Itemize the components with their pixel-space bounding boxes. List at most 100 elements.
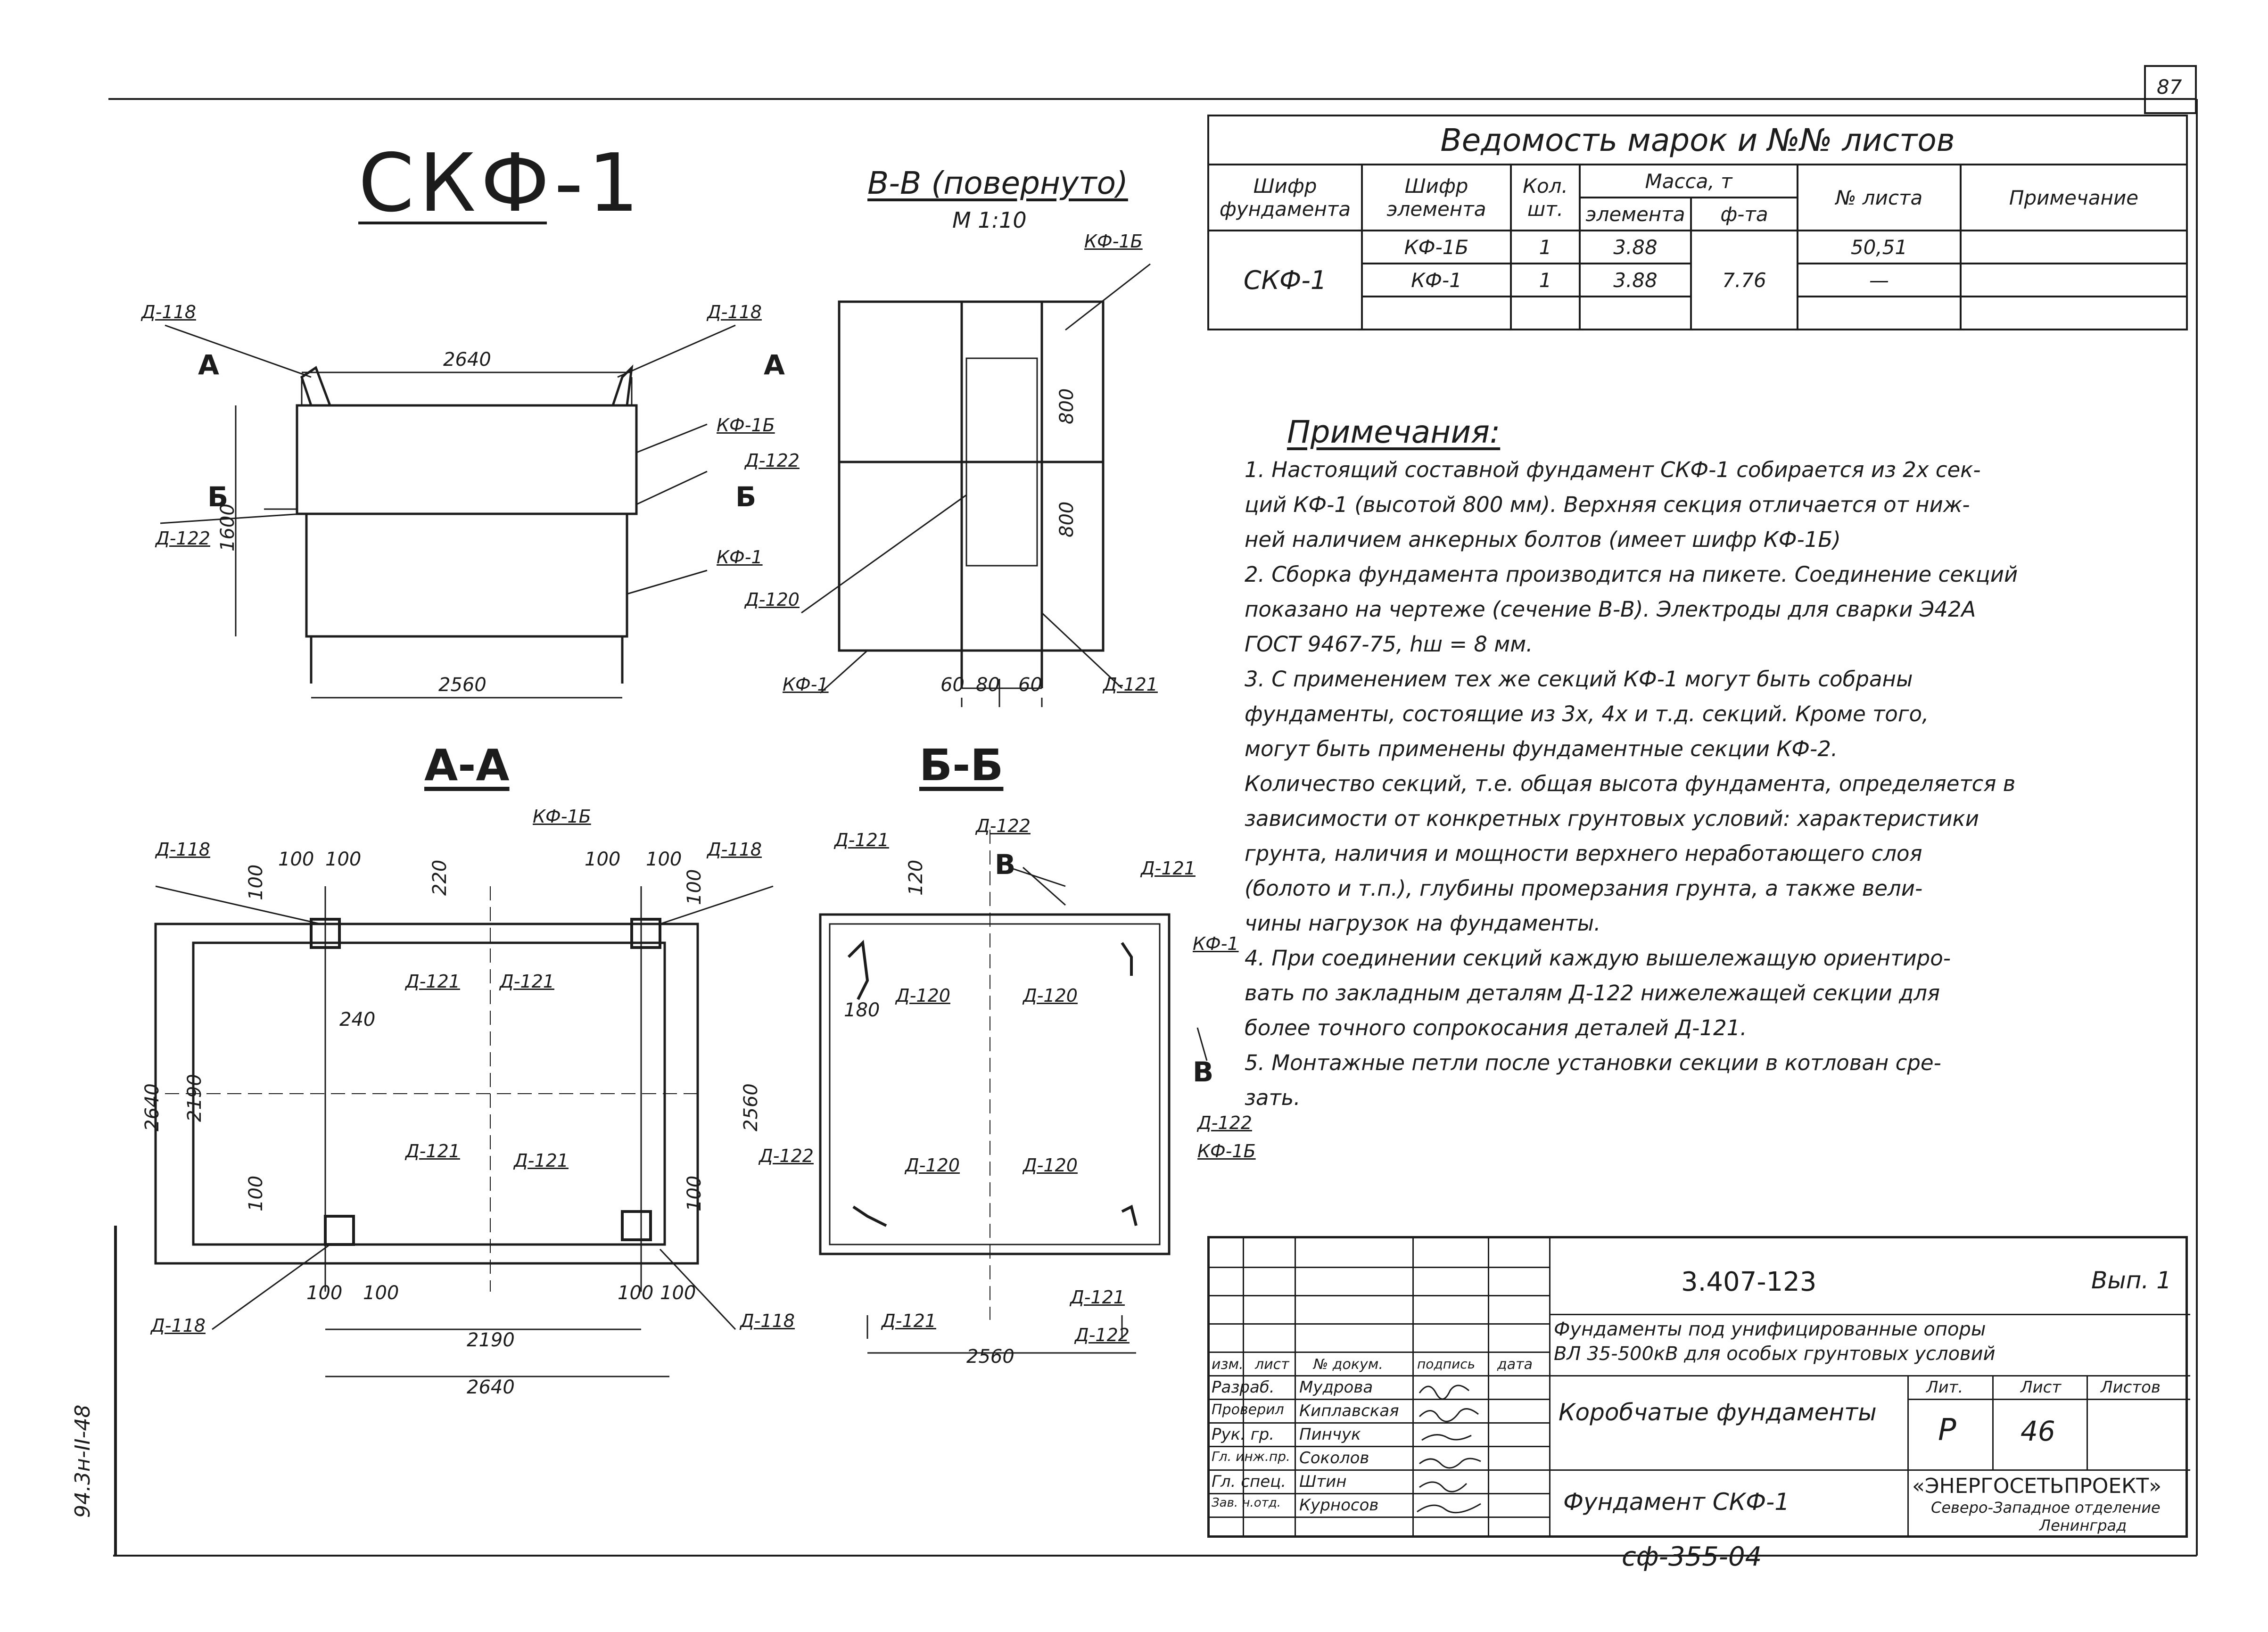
plan-aa-dim-side-d: 100 bbox=[684, 1175, 705, 1212]
plan-bb-label-d122-top: Д-122 bbox=[976, 816, 1031, 836]
tb-doc-code: 3.407-123 bbox=[1681, 1267, 1817, 1297]
tb-issue: Вып. 1 bbox=[2091, 1267, 2172, 1294]
tb-sheet-header: Лист bbox=[2021, 1378, 2062, 1397]
tb-stage-header: Лит. bbox=[1926, 1378, 1963, 1397]
elev-dim-top-width: 2640 bbox=[443, 349, 491, 371]
marks-schedule-table: Ведомость марок и №№ листов Шифр фундаме… bbox=[1207, 115, 2188, 330]
plan-bb-label-d122-right: Д-122 bbox=[1197, 1113, 1252, 1133]
plan-bb-label-d120-tr: Д-120 bbox=[1023, 985, 1078, 1006]
tb-group-title: Коробчатые фундаменты bbox=[1559, 1399, 1877, 1426]
plan-bb-title: Б-Б bbox=[919, 740, 1004, 791]
elev-label-kf1b: КФ-1Б bbox=[717, 415, 775, 436]
tb-stage: Р bbox=[1938, 1413, 1956, 1448]
section-vv-dim-h2: 800 bbox=[1056, 501, 1078, 537]
elev-label-kf1: КФ-1 bbox=[717, 547, 763, 568]
plan-bb-label-kf1: КФ-1 bbox=[1193, 933, 1239, 954]
tb-header-list: лист bbox=[1255, 1356, 1289, 1373]
tb-staff-role: Зав. н.отд. bbox=[1212, 1496, 1281, 1510]
schedule-header-foundation: Шифр фундамента bbox=[1207, 164, 1363, 231]
plan-aa-label-d118-tl: Д-118 bbox=[156, 839, 210, 860]
schedule-cell-qty: 1 bbox=[1510, 230, 1581, 264]
plan-aa-label-d121-3: Д-121 bbox=[405, 1141, 460, 1162]
tb-staff-role: Рук. гр. bbox=[1212, 1425, 1275, 1444]
notes-line: ней наличием анкерных болтов (имеет шифр… bbox=[1245, 527, 1841, 552]
schedule-cell-total-mass: 7.76 bbox=[1690, 230, 1798, 330]
tb-staff-name: Пинчук bbox=[1299, 1425, 1361, 1444]
schedule-cell-empty bbox=[1510, 296, 1581, 330]
notes-line: вать по закладным деталям Д-122 нижележа… bbox=[1245, 981, 1940, 1006]
plan-bb-label-d120-bl: Д-120 bbox=[905, 1155, 960, 1176]
tb-header-doc: № докум. bbox=[1313, 1356, 1383, 1373]
side-stamp: 94.3н-II-48 bbox=[71, 1404, 95, 1518]
notes-line: могут быть применены фундаментные секции… bbox=[1245, 736, 1838, 761]
schedule-cell-note bbox=[1960, 230, 2188, 264]
notes-line: зависимости от конкретных грунтовых усло… bbox=[1245, 806, 1979, 831]
plan-bb-label-kf1b: КФ-1Б bbox=[1197, 1141, 1256, 1162]
plan-aa-dim-side-a: 100 bbox=[245, 864, 267, 900]
schedule-header-sheet: № листа bbox=[1797, 164, 1962, 231]
section-vv-label-d121: Д-121 bbox=[1103, 674, 1158, 695]
plan-aa-label-d121-4: Д-121 bbox=[514, 1150, 569, 1171]
plan-aa-label-d118-tr: Д-118 bbox=[707, 839, 762, 860]
plan-aa-dim-top-a: 100 bbox=[278, 849, 314, 870]
main-title: СКФ-1 bbox=[358, 137, 644, 230]
tb-staff-name: Штин bbox=[1299, 1472, 1347, 1491]
tb-sheets-header: Листов bbox=[2101, 1378, 2161, 1397]
corner-mark: 87 bbox=[2157, 75, 2182, 99]
plan-aa-dim-inner-v: 220 bbox=[429, 859, 451, 896]
section-vv-label-d120: Д-120 bbox=[745, 589, 800, 610]
plan-aa-label-d121-1: Д-121 bbox=[405, 971, 460, 992]
plan-aa-dim-top-d: 100 bbox=[646, 849, 682, 870]
plan-bb-label-d121-tl: Д-121 bbox=[834, 830, 889, 850]
elev-section-mark-a-left: А bbox=[198, 349, 219, 381]
elev-label-d122-right: Д-122 bbox=[745, 450, 800, 471]
tb-drawing-title: Фундамент СКФ-1 bbox=[1563, 1488, 1790, 1516]
schedule-header-qty: Кол. шт. bbox=[1510, 164, 1581, 231]
tb-staff-role: Проверил bbox=[1212, 1401, 1284, 1418]
plan-aa-label-d118-br: Д-118 bbox=[740, 1311, 795, 1331]
elev-section-mark-b-right: Б bbox=[735, 481, 757, 513]
schedule-cell-element: КФ-1 bbox=[1361, 263, 1512, 297]
plan-bb-dim-side: 2560 bbox=[740, 1083, 762, 1131]
plan-bb-dim-bottom: 2560 bbox=[966, 1346, 1014, 1368]
signature-scribbles bbox=[1417, 1385, 1481, 1514]
tb-header-izm: изм. bbox=[1212, 1356, 1244, 1373]
notes-line: ций КФ-1 (высотой 800 мм). Верхняя секци… bbox=[1245, 492, 1970, 517]
notes-line: 1. Настоящий составной фундамент СКФ-1 с… bbox=[1245, 457, 1981, 482]
notes-line: грунта, наличия и мощности верхнего нера… bbox=[1245, 841, 1922, 866]
plan-bb-label-d122-bot: Д-122 bbox=[1075, 1325, 1130, 1345]
elev-label-d118-left: Д-118 bbox=[141, 302, 196, 322]
schedule-header-mass-element: элемента bbox=[1579, 197, 1692, 231]
plan-aa-dim-bot-d: 100 bbox=[660, 1282, 696, 1304]
elevation-upper-section bbox=[296, 404, 638, 515]
section-vv-scale: М 1:10 bbox=[952, 207, 1027, 233]
tb-description-2: ВЛ 35-500кВ для особых грунтовых условий bbox=[1554, 1343, 1996, 1365]
elev-section-mark-a-right: А bbox=[764, 349, 785, 381]
plan-aa-dim-bot-a: 100 bbox=[306, 1282, 343, 1304]
table-row bbox=[1208, 296, 2188, 330]
schedule-cell-empty bbox=[1797, 296, 1962, 330]
plan-bb-label-d121-br: Д-121 bbox=[1070, 1287, 1125, 1308]
tb-staff-role: Разраб. bbox=[1212, 1378, 1275, 1397]
section-vv-title: В-В (повернуто) bbox=[867, 165, 1128, 201]
plan-aa-dim-outer-w: 2640 bbox=[467, 1376, 515, 1398]
section-vv-label-kf1b: КФ-1Б bbox=[1084, 231, 1143, 252]
section-vv-outline bbox=[838, 300, 1105, 652]
tb-staff-name: Киплавская bbox=[1299, 1401, 1399, 1420]
plan-aa-label-d121-2: Д-121 bbox=[500, 971, 554, 992]
schedule-cell-foundation: СКФ-1 bbox=[1207, 230, 1363, 330]
schedule-cell-empty bbox=[1960, 296, 2188, 330]
schedule-cell-mass: 3.88 bbox=[1579, 230, 1692, 264]
plan-bb-label-d121-tr: Д-121 bbox=[1141, 858, 1196, 879]
notes-line: (болото и т.п.), глубины промерзания гру… bbox=[1245, 876, 1923, 901]
plan-aa-dim-outer-v: 2640 bbox=[141, 1083, 163, 1131]
table-row: КФ-1 1 3.88 — bbox=[1208, 263, 2188, 297]
tb-staff-role: Гл. инж.пр. bbox=[1212, 1449, 1290, 1464]
tb-staff-name: Мудрова bbox=[1299, 1378, 1373, 1397]
main-title-underline bbox=[358, 222, 547, 224]
plan-bb-inner bbox=[829, 923, 1161, 1245]
notes-heading: Примечания: bbox=[1287, 414, 1501, 450]
notes-line: чины нагрузок на фундаменты. bbox=[1245, 911, 1601, 936]
plan-aa-dim-inner2-v: 2190 bbox=[184, 1074, 206, 1122]
plan-aa-dim-side-c: 100 bbox=[245, 1175, 267, 1212]
